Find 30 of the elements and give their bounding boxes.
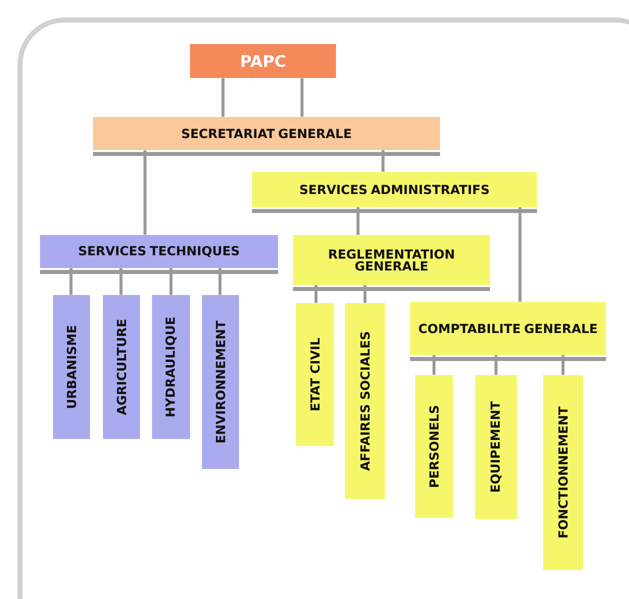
connector-line	[518, 207, 522, 302]
org-box: SERVICES TECHNIQUES	[40, 235, 278, 268]
connector-line	[144, 150, 146, 235]
connector-line	[120, 268, 122, 295]
connector-line	[494, 355, 498, 375]
connector-line	[356, 207, 360, 235]
org-box: SECRETARIAT GENERALE	[93, 117, 440, 150]
connector-line	[364, 285, 366, 303]
connector-line	[222, 78, 224, 117]
connector-line	[300, 78, 304, 117]
org-box: URBANISME	[53, 295, 90, 439]
connector-line	[314, 285, 318, 303]
org-box: PERSONELS	[415, 375, 453, 518]
org-box: ENVIRONNEMENT	[202, 295, 239, 469]
connector-line	[432, 355, 436, 375]
connector-line	[170, 268, 172, 295]
connector-line	[218, 268, 222, 295]
org-box: HYDRAULIQUE	[152, 295, 190, 439]
org-box: REGLEMENTATION GENERALE	[293, 235, 490, 285]
org-box: ETAT CIVIL	[296, 303, 334, 446]
org-box: COMPTABILITE GENERALE	[410, 302, 606, 355]
org-box: PAPC	[190, 44, 336, 78]
org-box: EQUIPEMENT	[475, 375, 517, 519]
org-box: AFFAIRES SOCIALES	[345, 303, 385, 499]
connector-line	[382, 150, 384, 172]
org-box: FONCTIONNEMENT	[543, 375, 583, 570]
org-box: SERVICES ADMINISTRATIFS	[252, 172, 537, 207]
connector-line	[562, 355, 564, 375]
org-box: AGRICULTURE	[103, 295, 140, 439]
connector-line	[70, 268, 72, 295]
